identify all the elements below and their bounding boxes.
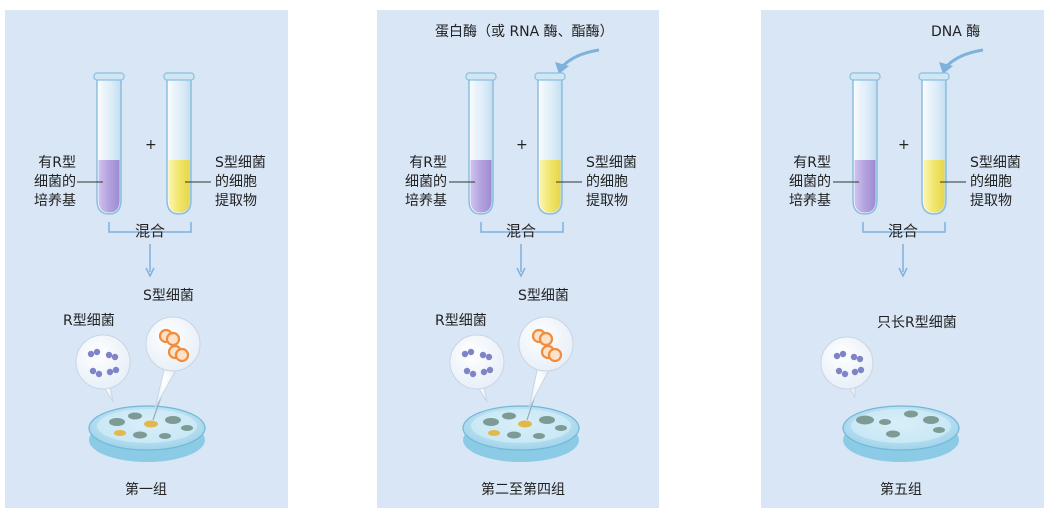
s-extract-liquid bbox=[923, 160, 945, 213]
panel-group-1: + 有R型 细菌的 培养基 S型细菌 的细胞 提取物 混合 S型细菌 R型细菌 … bbox=[5, 10, 288, 508]
tube-left-label: 有R型 细菌的 培养基 bbox=[789, 155, 831, 209]
r-medium-liquid bbox=[98, 160, 120, 213]
r-medium-liquid bbox=[854, 160, 876, 213]
r-bacteria-callout bbox=[820, 336, 874, 399]
tube-right-label: S型细菌 的细胞 提取物 bbox=[215, 155, 266, 209]
plus-sign: + bbox=[898, 137, 910, 153]
group-1-illustration bbox=[75, 72, 211, 462]
s-colony bbox=[114, 430, 126, 436]
mix-bracket bbox=[862, 222, 946, 233]
mix-bracket bbox=[480, 222, 564, 233]
s-bacteria-callout bbox=[145, 316, 201, 421]
panel-group-5: DNA 酶 + 有R型 细菌的 培养基 S型细菌 的细胞 提取物 混合 只长R型… bbox=[761, 10, 1044, 508]
r-bacteria-label: R型细菌 bbox=[63, 313, 115, 329]
r-bacteria-label: R型细菌 bbox=[435, 313, 487, 329]
r-bacteria-callout bbox=[449, 334, 505, 403]
petri-dish bbox=[842, 405, 960, 462]
test-tube-s-extract bbox=[918, 72, 950, 215]
mix-label: 混合 bbox=[887, 222, 919, 240]
enzyme-label: DNA 酶 bbox=[931, 24, 981, 40]
enzyme-arrow bbox=[559, 48, 600, 70]
test-tube-s-extract bbox=[534, 72, 566, 215]
mix-label: 混合 bbox=[505, 222, 537, 240]
petri-dish bbox=[88, 405, 206, 462]
petri-dish bbox=[462, 405, 580, 462]
test-tube-r-medium bbox=[465, 72, 497, 215]
s-extract-liquid bbox=[539, 160, 561, 213]
plus-sign: + bbox=[516, 137, 528, 153]
test-tube-r-medium bbox=[849, 72, 881, 215]
r-bacteria-callout bbox=[75, 334, 131, 403]
group-label: 第一组 bbox=[125, 482, 167, 498]
group-label: 第二至第四组 bbox=[481, 482, 565, 498]
s-bacteria-label: S型细菌 bbox=[143, 288, 194, 304]
s-bacteria-label: S型细菌 bbox=[518, 288, 569, 304]
s-bacteria-callout bbox=[518, 316, 574, 421]
plus-sign: + bbox=[145, 137, 157, 153]
test-tube-s-extract bbox=[163, 72, 195, 215]
panel-group-2-4: 蛋白酶（或 RNA 酶、酯酶） + 有R型 细菌的 培养基 S型细菌 的细胞 提… bbox=[377, 10, 659, 508]
enzyme-arrow bbox=[943, 48, 984, 70]
tube-left-label: 有R型 细菌的 培养基 bbox=[405, 155, 447, 209]
tube-right-label: S型细菌 的细胞 提取物 bbox=[970, 155, 1021, 209]
r-medium-liquid bbox=[470, 160, 492, 213]
tube-right-label: S型细菌 的细胞 提取物 bbox=[586, 155, 637, 209]
test-tube-r-medium bbox=[93, 72, 125, 215]
group-label: 第五组 bbox=[880, 482, 922, 498]
enzyme-label: 蛋白酶（或 RNA 酶、酯酶） bbox=[435, 24, 614, 40]
mix-label: 混合 bbox=[134, 222, 166, 240]
mix-bracket bbox=[108, 222, 192, 233]
s-colony bbox=[488, 430, 500, 436]
s-colony bbox=[518, 420, 532, 428]
s-colony bbox=[144, 420, 158, 428]
result-label: 只长R型细菌 bbox=[877, 315, 957, 331]
group-5-illustration bbox=[820, 48, 984, 462]
group-2-4-illustration bbox=[449, 48, 600, 462]
tube-left-label: 有R型 细菌的 培养基 bbox=[34, 155, 76, 209]
s-extract-liquid bbox=[168, 160, 190, 213]
